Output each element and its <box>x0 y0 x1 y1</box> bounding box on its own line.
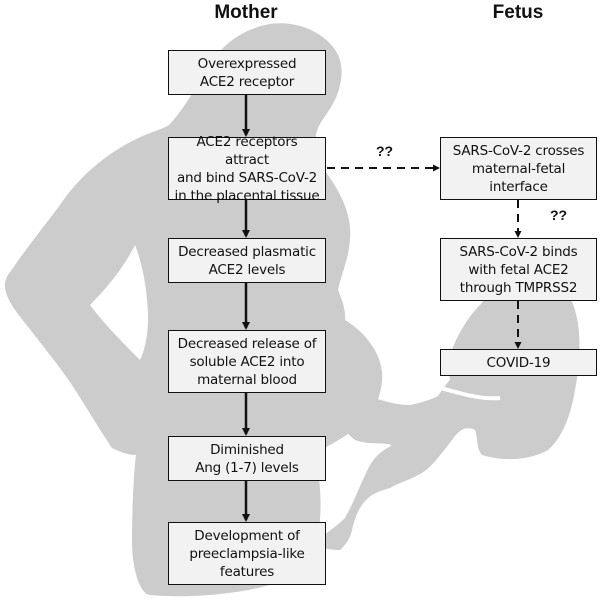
fetus-box-binds-fetal-ace2: SARS-CoV-2 binds with fetal ACE2 through… <box>440 238 597 301</box>
uncertain-label-horizontal: ?? <box>376 143 394 159</box>
fetus-leg-cutout <box>429 383 501 401</box>
mother-box-diminished-ang: Diminished Ang (1-7) levels <box>168 436 326 481</box>
fetus-silhouette <box>316 274 580 550</box>
mother-box-decreased-plasmatic-ace2: Decreased plasmatic ACE2 levels <box>168 238 326 283</box>
mother-box-preeclampsia: Development of preeclampsia-like feature… <box>168 522 326 585</box>
fetus-box-crosses-interface: SARS-CoV-2 crosses maternal-fetal interf… <box>440 137 597 200</box>
mother-box-decreased-soluble-ace2: Decreased release of soluble ACE2 into m… <box>168 330 326 393</box>
fetus-box-covid-19: COVID-19 <box>440 349 597 376</box>
mother-title: Mother <box>214 2 278 23</box>
mother-box-overexpressed-ace2: Overexpressed ACE2 receptor <box>168 50 326 95</box>
uncertain-label-vertical: ?? <box>550 207 568 223</box>
mother-box-ace2-bind-sars-cov-2: ACE2 receptors attract and bind SARS-CoV… <box>168 134 326 204</box>
fetus-title: Fetus <box>492 2 544 23</box>
